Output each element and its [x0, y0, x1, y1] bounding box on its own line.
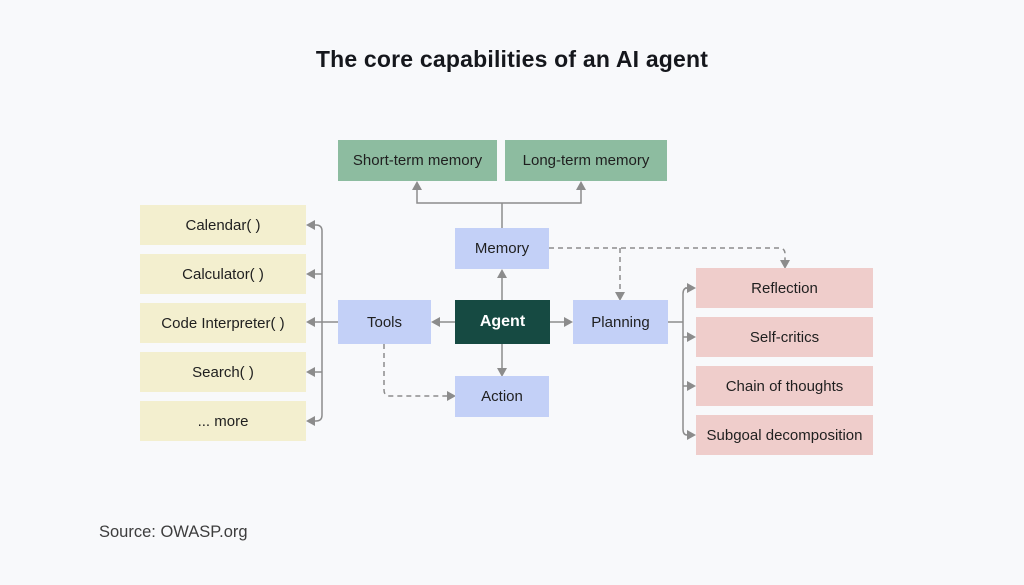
planning-item-reflection: Reflection — [696, 268, 873, 308]
connector-planning-to-planning-items — [668, 283, 696, 440]
tool-item-code-interpreter: Code Interpreter( ) — [140, 303, 306, 343]
connector-agent-to-tools — [431, 317, 455, 327]
tool-item-search: Search( ) — [140, 352, 306, 392]
source-caption: Source: OWASP.org — [99, 523, 248, 541]
connector-agent-to-memory — [497, 269, 507, 300]
connector-memory-to-planning-dashed — [549, 247, 790, 301]
tool-item-calculator: Calculator( ) — [140, 254, 306, 294]
planning-item-subgoal-decomposition: Subgoal decomposition — [696, 415, 873, 455]
node-agent: Agent — [455, 300, 550, 344]
planning-item-self-critics: Self-critics — [696, 317, 873, 357]
planning-item-chain-of-thoughts: Chain of thoughts — [696, 366, 873, 406]
node-planning: Planning — [573, 300, 668, 344]
connector-agent-to-planning — [550, 317, 573, 327]
connector-tools-to-action-dashed — [383, 344, 456, 401]
node-short-term-memory: Short-term memory — [338, 140, 497, 181]
tool-item-more: ... more — [140, 401, 306, 441]
node-long-term-memory: Long-term memory — [505, 140, 667, 181]
node-action: Action — [455, 376, 549, 417]
node-memory: Memory — [455, 228, 549, 269]
node-tools: Tools — [338, 300, 431, 344]
connector-agent-to-action — [497, 344, 507, 377]
connector-memory-to-memory-types — [412, 181, 586, 228]
connector-tools-to-tool-items — [306, 220, 338, 426]
diagram-title: The core capabilities of an AI agent — [315, 46, 709, 72]
tool-item-calendar: Calendar( ) — [140, 205, 306, 245]
